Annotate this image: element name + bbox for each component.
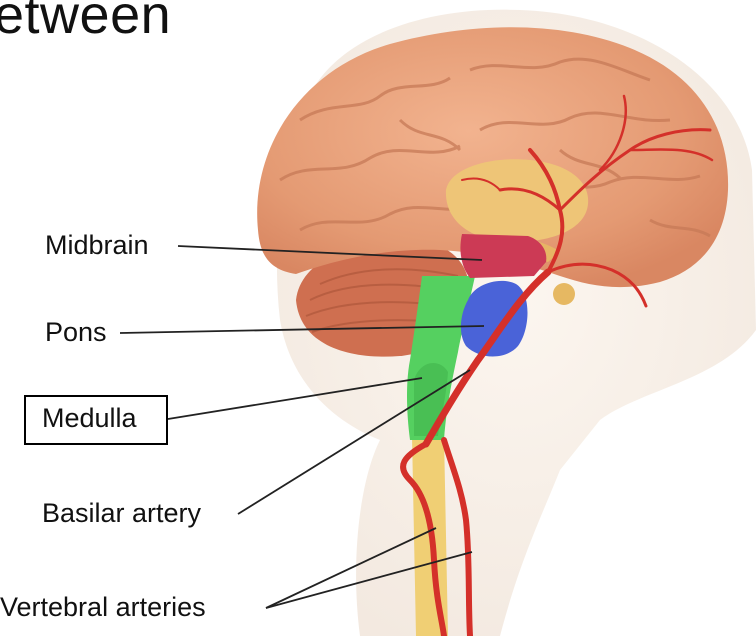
midbrain [460, 234, 546, 278]
pituitary [553, 283, 575, 305]
label-vertebral-arteries: Vertebral arteries [0, 594, 206, 621]
label-medulla: Medulla [42, 405, 137, 432]
label-midbrain: Midbrain [45, 232, 149, 259]
label-basilar-artery: Basilar artery [42, 500, 201, 527]
label-pons: Pons [45, 319, 107, 346]
thalamus [446, 159, 588, 242]
